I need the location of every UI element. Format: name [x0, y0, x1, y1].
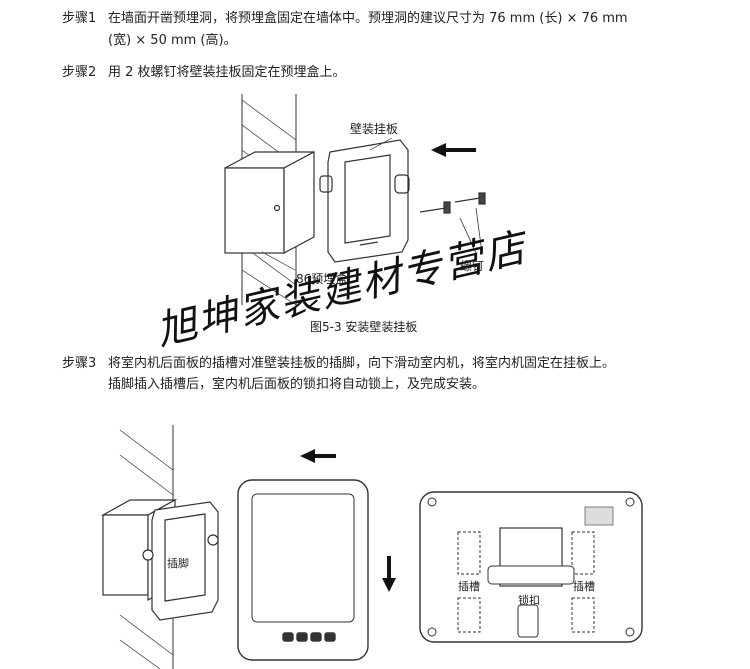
label-lock: 锁扣 — [518, 594, 540, 607]
mount-box-86 — [224, 151, 315, 254]
step3-label: 步骤3 — [62, 356, 97, 371]
label-slot-left: 插槽 — [458, 580, 480, 593]
label-screw: 螺钉 — [460, 259, 485, 273]
step1-label: 步骤1 — [62, 11, 97, 26]
screws — [419, 192, 486, 254]
step1-line1: 在墙面开凿预埋洞，将预埋盒固定在墙体中。预埋洞的建议尺寸为 76 mm (长) … — [108, 11, 628, 26]
wall-plate — [319, 139, 410, 263]
figure1-caption: 图5-3 安装壁装挂板 — [310, 320, 418, 334]
step3-line1: 将室内机后面板的插槽对准壁装挂板的插脚，向下滑动室内机，将室内机固定在挂板上。 — [108, 356, 616, 371]
label-pin: 插脚 — [167, 557, 189, 570]
step1-line2: (宽) × 50 mm (高)。 — [108, 33, 237, 48]
step2-label: 步骤2 — [62, 65, 97, 80]
step2-line1: 用 2 枚螺钉将壁装挂板固定在预埋盒上。 — [108, 65, 346, 80]
label-slot-right: 插槽 — [573, 580, 595, 593]
label-mount-box: 86预埋盒 — [296, 272, 348, 286]
label-wall-plate: 壁装挂板 — [350, 122, 399, 136]
step3-line2: 插脚插入插槽后，室内机后面板的锁扣将自动锁上，及完成安装。 — [108, 377, 486, 392]
arrow-left-icon — [431, 143, 476, 157]
